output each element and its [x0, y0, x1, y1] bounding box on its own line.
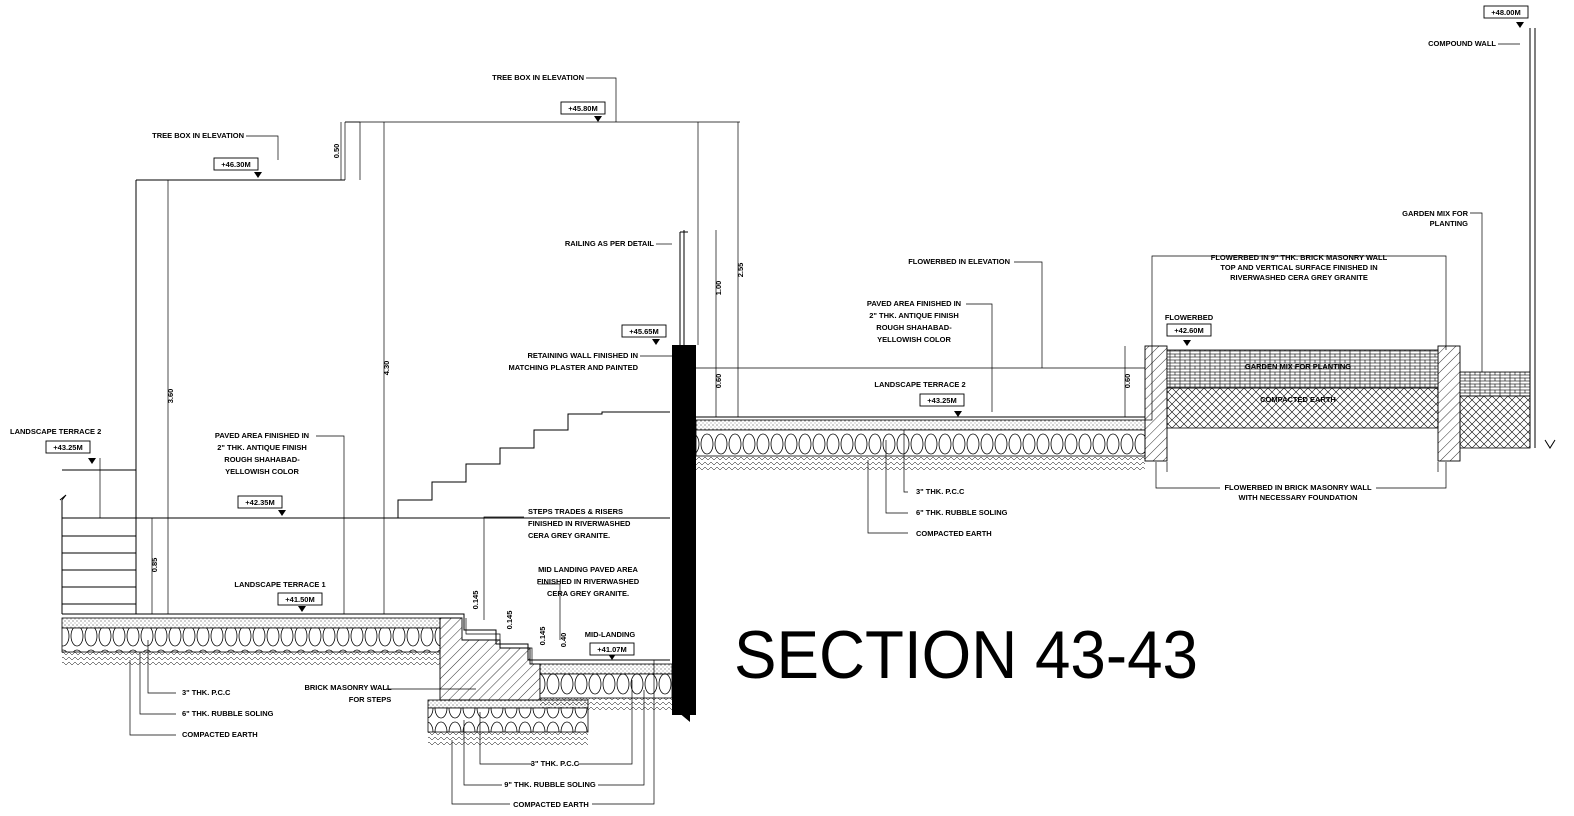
level-text: +42.60M [1174, 326, 1203, 335]
label: FLOWERBED IN BRICK MASONRY WALL [1224, 483, 1371, 492]
label: PAVED AREA FINISHED IN [215, 431, 309, 440]
dim-text: 0.145 [471, 591, 480, 610]
label: FLOWERBED IN ELEVATION [908, 257, 1010, 266]
label: CERA GREY GRANITE. [547, 589, 629, 598]
left-terrace [59, 121, 740, 746]
label: YELLOWISH COLOR [877, 335, 951, 344]
level-box [589, 642, 635, 656]
level-box [560, 101, 606, 115]
label: 9" THK. RUBBLE SOLING [504, 780, 596, 789]
level-box [1166, 323, 1212, 337]
label: BRICK MASONRY WALL [304, 683, 392, 692]
level-box [213, 157, 259, 171]
section-title: SECTION 43-43 [734, 617, 1198, 693]
level-box [45, 440, 91, 454]
label: RETAINING WALL FINISHED IN [527, 351, 638, 360]
label: LANDSCAPE TERRACE 1 [234, 580, 325, 589]
dim-text: 3.60 [166, 389, 175, 404]
dim-text: 0.145 [538, 627, 547, 646]
level-box [621, 324, 667, 338]
dim-text: 0.50 [332, 144, 341, 159]
label: 2" THK. ANTIQUE FINISH [217, 443, 307, 452]
level-box [277, 592, 323, 606]
leaders [99, 43, 1520, 805]
level-text: +42.35M [245, 498, 274, 507]
level-text: +48.00M [1491, 8, 1520, 17]
level-text: +46.30M [221, 160, 250, 169]
level-box [237, 495, 283, 509]
label: TREE BOX IN ELEVATION [492, 73, 584, 82]
level-text: +45.80M [568, 104, 597, 113]
dim-text: 4.30 [382, 361, 391, 376]
level-text: +45.65M [629, 327, 658, 336]
dim-text: 2.55 [736, 263, 745, 278]
label: RIVERWASHED CERA GREY GRANITE [1230, 273, 1368, 282]
label: YELLOWISH COLOR [225, 467, 299, 476]
label: COMPACTED EARTH [916, 529, 992, 538]
dim-text: 0.60 [1123, 374, 1132, 389]
label: COMPACTED EARTH [182, 730, 258, 739]
label: PLANTING [1430, 219, 1468, 228]
right-terrace [695, 28, 1556, 472]
label: FOR STEPS [349, 695, 392, 704]
label: FINISHED IN RIVERWASHED [528, 519, 631, 528]
level-text: +41.07M [597, 645, 626, 654]
label: WITH NECESSARY FOUNDATION [1238, 493, 1357, 502]
label: TREE BOX IN ELEVATION [152, 131, 244, 140]
label: 3" THK. P.C.C [916, 487, 965, 496]
dim-text: 0.145 [505, 611, 514, 630]
label: COMPOUND WALL [1428, 39, 1496, 48]
label: 2" THK. ANTIQUE FINISH [869, 311, 959, 320]
label: PAVED AREA FINISHED IN [867, 299, 961, 308]
label: GARDEN MIX FOR [1402, 209, 1468, 218]
label: COMPACTED EARTH [1260, 395, 1336, 404]
dim-text: 0.85 [150, 558, 159, 573]
label: 3" THK. P.C.C [531, 759, 580, 768]
level-text: +41.50M [285, 595, 314, 604]
label: GARDEN MIX FOR PLANTING [1245, 362, 1351, 371]
label: FINISHED IN RIVERWASHED [537, 577, 640, 586]
label: MID-LANDING [585, 630, 636, 639]
label: FLOWERBED IN 9" THK. BRICK MASONRY WALL [1211, 253, 1388, 262]
dimensions [151, 122, 1126, 614]
label: 6" THK. RUBBLE SOLING [916, 508, 1008, 517]
label: MID LANDING PAVED AREA [538, 565, 638, 574]
label: ROUGH SHAHABAD- [876, 323, 952, 332]
dim-text: 1.00 [714, 281, 723, 296]
label: LANDSCAPE TERRACE 2 [10, 427, 101, 436]
dim-text: 0.40 [559, 633, 568, 648]
level-text: +43.25M [927, 396, 956, 405]
label: FLOWERBED [1165, 313, 1214, 322]
label: RAILING AS PER DETAIL [565, 239, 655, 248]
label: LANDSCAPE TERRACE 2 [874, 380, 965, 389]
label: TOP AND VERTICAL SURFACE FINISHED IN [1220, 263, 1377, 272]
level-box [1483, 5, 1529, 19]
level-markers [88, 22, 1524, 660]
label: MATCHING PLASTER AND PAINTED [509, 363, 639, 372]
level-box [919, 393, 965, 407]
label: CERA GREY GRANITE. [528, 531, 610, 540]
label: 6" THK. RUBBLE SOLING [182, 709, 274, 718]
dim-text: 0.60 [714, 374, 723, 389]
label: 3" THK. P.C.C [182, 688, 231, 697]
label: ROUGH SHAHABAD- [224, 455, 300, 464]
level-text: +43.25M [53, 443, 82, 452]
retaining-wall [672, 345, 696, 715]
label: STEPS TRADES & RISERS [528, 507, 623, 516]
label: COMPACTED EARTH [513, 800, 589, 809]
